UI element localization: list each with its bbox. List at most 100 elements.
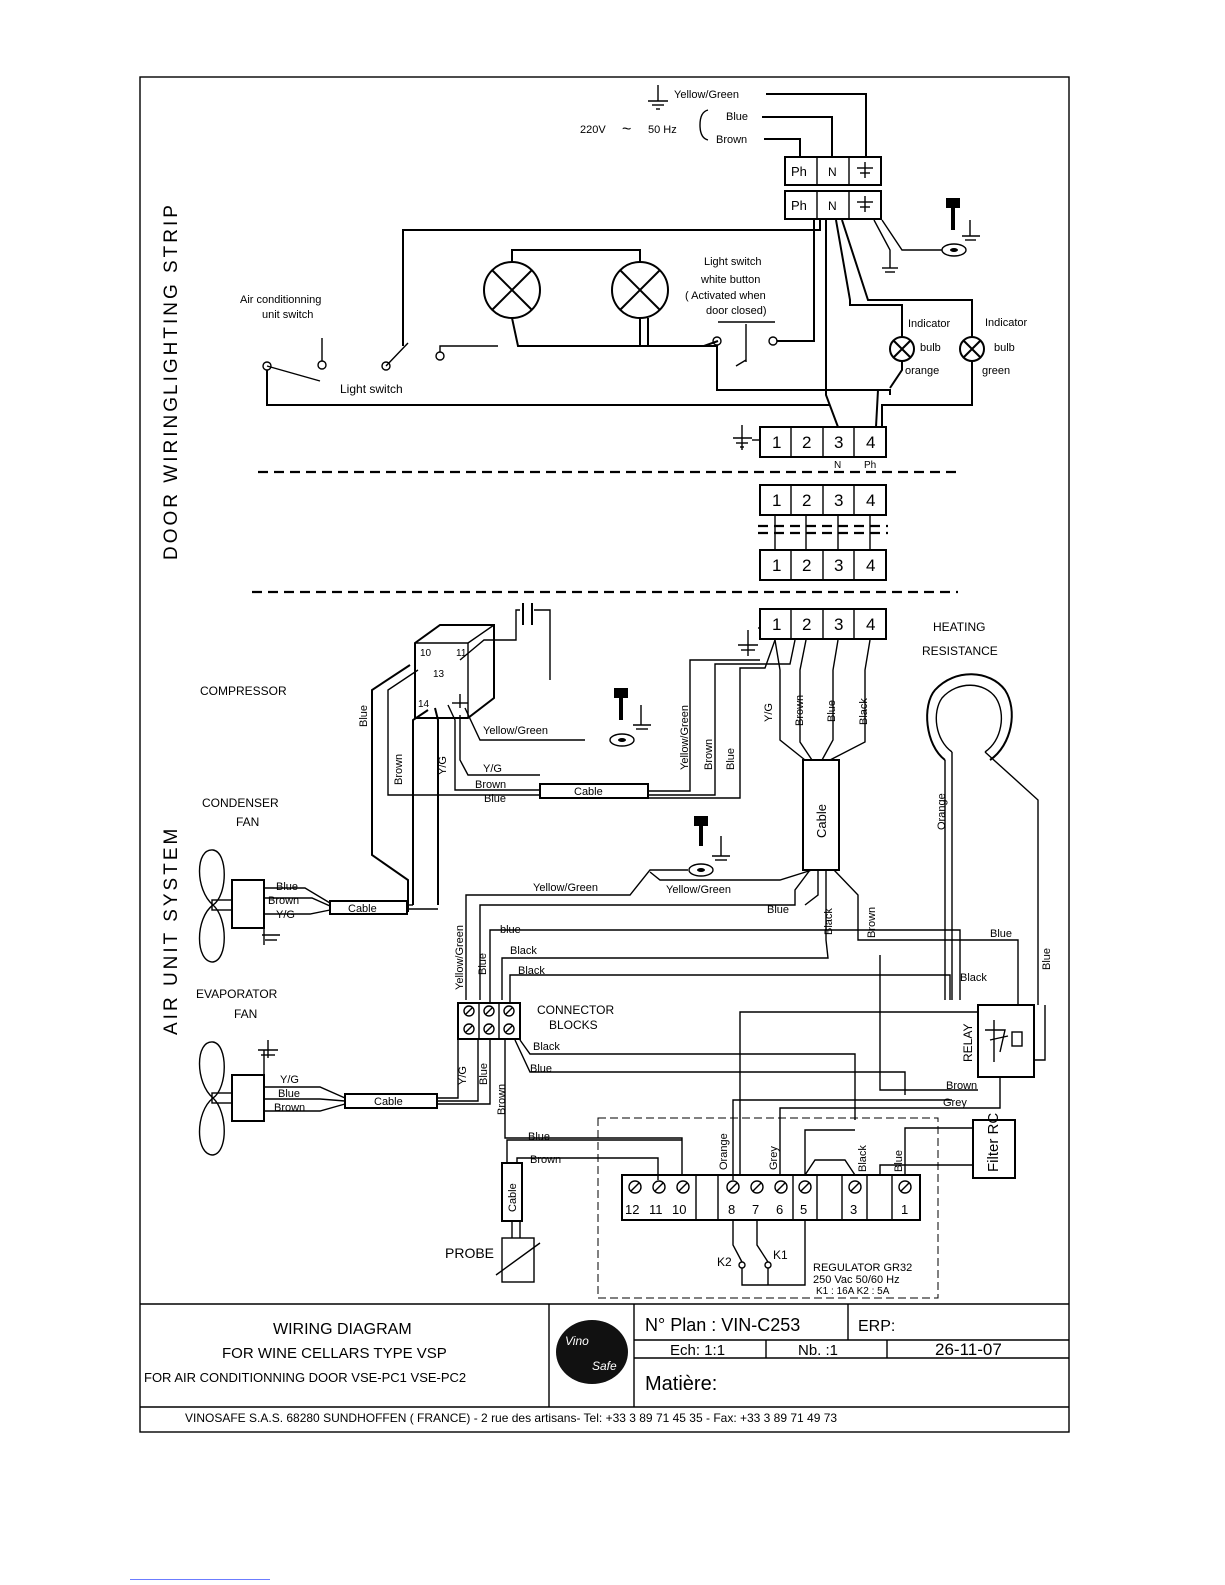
cb-yellow-green-label: Yellow/Green <box>454 925 466 990</box>
block-number: 1 <box>772 615 781 634</box>
block-number: 1 <box>772 556 781 575</box>
earth-icon <box>857 162 873 178</box>
regulator-terminal: 10 <box>672 1202 686 1217</box>
ground-screw-icon <box>688 816 730 877</box>
count-label: Nb. :1 <box>798 1342 838 1359</box>
regulator-terminal: 3 <box>850 1202 857 1217</box>
evaporator-brown-label: Brown <box>274 1102 305 1114</box>
connector-blocks-label-2: BLOCKS <box>549 1018 598 1032</box>
probe: Cable <box>495 1139 682 1283</box>
block-number: 2 <box>802 491 811 510</box>
white-button-label-2: white button <box>700 274 760 286</box>
brown-vertical-label: Brown <box>703 739 715 770</box>
supply-brown-label: Brown <box>716 134 747 146</box>
relay-black-label: Black <box>960 972 987 984</box>
cable-label: Cable <box>374 1096 403 1108</box>
probe-brown-label: Brown <box>530 1154 561 1166</box>
reg-orange-label: Orange <box>718 1133 730 1170</box>
footer-address: VINOSAFE S.A.S. 68280 SUNDHOFFEN ( FRANC… <box>185 1411 837 1425</box>
regulator-label: REGULATOR GR32 <box>813 1262 912 1274</box>
cable-label: Cable <box>814 804 829 838</box>
screw-terminal-icon <box>898 1180 912 1194</box>
light-switch-label: Light switch <box>340 382 403 396</box>
bundle-brown-label: Brown <box>794 695 806 726</box>
blue-vertical-label: Blue <box>725 748 737 770</box>
supply-frequency-label: 50 Hz <box>648 124 677 136</box>
reg-grey-label: Grey <box>768 1146 780 1170</box>
bundle-blue-label-2: Blue <box>767 904 789 916</box>
block-number: 4 <box>866 615 875 634</box>
terminal-block-lighting: 1 2 3 4 N Ph <box>733 425 887 471</box>
reg-black-label: Black <box>857 1145 869 1172</box>
heating-resistance-loop <box>926 673 1039 1005</box>
heating-resistance-label-2: RESISTANCE <box>922 644 998 658</box>
compressor-terminal: 11 <box>456 648 467 659</box>
ac-switch-label: Air conditionning <box>240 294 321 306</box>
relay-label: RELAY <box>961 1024 975 1062</box>
block-number: 3 <box>834 615 843 634</box>
yellow-green-label-a: Yellow/Green <box>533 882 598 894</box>
white-button-label-4: door closed) <box>706 305 767 317</box>
evaporator-fan-label-2: FAN <box>234 1007 257 1021</box>
ground-screw-icon <box>873 198 980 273</box>
evaporator-blue-label: Blue <box>278 1088 300 1100</box>
comp-brown-label-2: Brown <box>475 779 506 791</box>
regulator-terminal: 11 <box>649 1202 663 1217</box>
cb-yg-label: Y/G <box>457 1066 469 1085</box>
supply-blue-label: Blue <box>726 111 748 123</box>
comp-yellow-green-label: Yellow/Green <box>483 725 548 737</box>
relay-blue-label-2: Blue <box>1041 948 1053 970</box>
k2-label: K2 <box>717 1255 732 1269</box>
relay-brown-label: Brown <box>946 1080 977 1092</box>
screw-terminal-icon <box>848 1180 862 1194</box>
logo-text-vino: Vino <box>565 1334 589 1348</box>
title-block <box>140 1303 1069 1408</box>
indicator-green-label-2: bulb <box>994 342 1015 354</box>
evaporator-fan-icon <box>198 1040 346 1156</box>
cable-label: Cable <box>507 1183 519 1212</box>
relay <box>977 1004 1035 1078</box>
bundle-brown-label-2: Brown <box>866 907 878 938</box>
white-button-label-3: ( Activated when <box>685 290 766 302</box>
condenser-fan-icon <box>198 849 331 963</box>
terminal-block-door-bottom: 1 2 3 4 <box>759 549 887 581</box>
cable-label: Cable <box>348 903 377 915</box>
bundle-black-label-2: Black <box>823 908 835 935</box>
yg-vertical-label: Yellow/Green <box>679 705 691 770</box>
bundle-black-label: Black <box>858 698 870 725</box>
section-label-lighting-strip: LIGHTING STRIP <box>161 202 182 395</box>
terminal-n-2: N <box>828 199 837 213</box>
regulator-terminal: 6 <box>776 1202 783 1217</box>
block-number: 4 <box>866 491 875 510</box>
block-number: 1 <box>772 491 781 510</box>
cb-blue-label-2: Blue <box>530 1063 552 1075</box>
title-line-3: FOR AIR CONDITIONNING DOOR VSE-PC1 VSE-P… <box>144 1370 466 1385</box>
earth-icon <box>857 196 873 212</box>
matiere-label: Matière: <box>645 1373 717 1395</box>
compressor-terminal: 10 <box>420 648 432 659</box>
k1-label: K1 <box>773 1248 788 1262</box>
regulator-contacts-rating: K1 : 16A K2 : 5A <box>816 1286 890 1297</box>
evaporator-cable: Cable <box>344 1040 491 1109</box>
relay-grey-label: Grey <box>943 1097 967 1109</box>
drawing-frame <box>139 76 1070 1433</box>
regulator-gr32: 12 11 10 8 7 6 5 3 1 <box>621 1174 921 1221</box>
cb-blue-label: Blue <box>477 953 489 975</box>
supply-yellow-green-label: Yellow/Green <box>674 89 739 101</box>
earth-icon <box>733 425 752 450</box>
block-number: 4 <box>866 556 875 575</box>
block-number: 3 <box>834 491 843 510</box>
condenser-blue-label: Blue <box>276 881 298 893</box>
regulator-terminal: 8 <box>728 1202 735 1217</box>
erp-label: ERP: <box>858 1318 895 1335</box>
mains-terminal-block: Ph N Ph N <box>784 156 882 220</box>
indicator-bulb-orange <box>889 336 915 362</box>
bundle-yg-label: Y/G <box>763 703 775 722</box>
screw-terminal-icon <box>676 1180 690 1194</box>
door-white-button <box>712 220 891 395</box>
indicator-bulb-green <box>959 336 985 362</box>
filter-rc-label: Filter RC <box>985 1113 1002 1172</box>
comp-yg-label: Y/G <box>437 756 449 775</box>
cb-blue-lc-label: blue <box>500 924 521 936</box>
